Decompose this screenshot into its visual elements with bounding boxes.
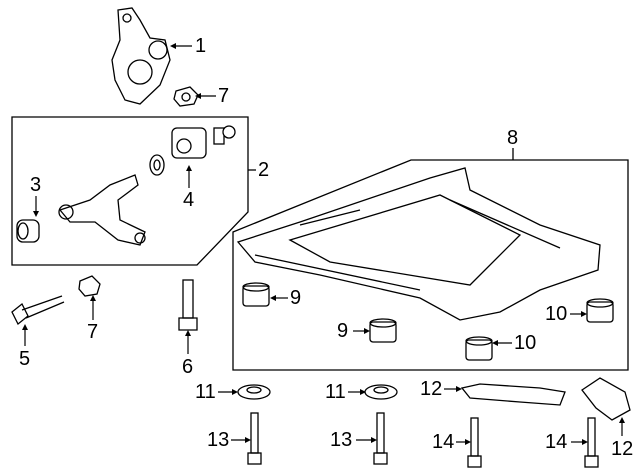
steering-knuckle [111,7,171,105]
bolt [178,279,198,331]
callout-7: 7 [87,321,99,343]
callout-14: 14 [432,431,455,453]
callout-3: 3 [30,174,42,196]
callout-13: 13 [207,429,230,451]
callout-7: 7 [218,85,230,107]
callout-1: 1 [195,35,207,57]
bolt [11,295,65,326]
callout-11: 11 [325,381,346,403]
control-arm [16,174,146,246]
group-box-8 [232,159,629,371]
nut [173,86,199,107]
nut [78,275,101,297]
callout-10: 10 [514,332,537,354]
callout-12: 12 [611,438,634,460]
callout-5: 5 [19,348,31,370]
bracket [581,377,631,421]
callout-12: 12 [420,378,443,400]
callout-8: 8 [507,127,519,149]
bushing [242,282,270,307]
group-box-2 [11,116,249,266]
callout-9: 9 [290,287,302,309]
callout-11: 11 [195,381,216,403]
callout-2: 2 [258,159,270,181]
bolt [247,412,262,465]
bracket [460,383,566,406]
bolt [373,412,388,465]
bolt [467,417,482,468]
bushing [586,298,614,323]
callout-14: 14 [545,431,568,453]
callout-9: 9 [337,320,349,342]
subframe [236,167,601,321]
bushing [369,318,397,343]
bolt [584,417,599,468]
bushing [465,336,493,361]
callout-4: 4 [183,189,195,211]
callout-10: 10 [545,303,568,325]
bushing-assembly [149,125,236,176]
callout-6: 6 [182,356,194,378]
callout-13: 13 [330,429,353,451]
